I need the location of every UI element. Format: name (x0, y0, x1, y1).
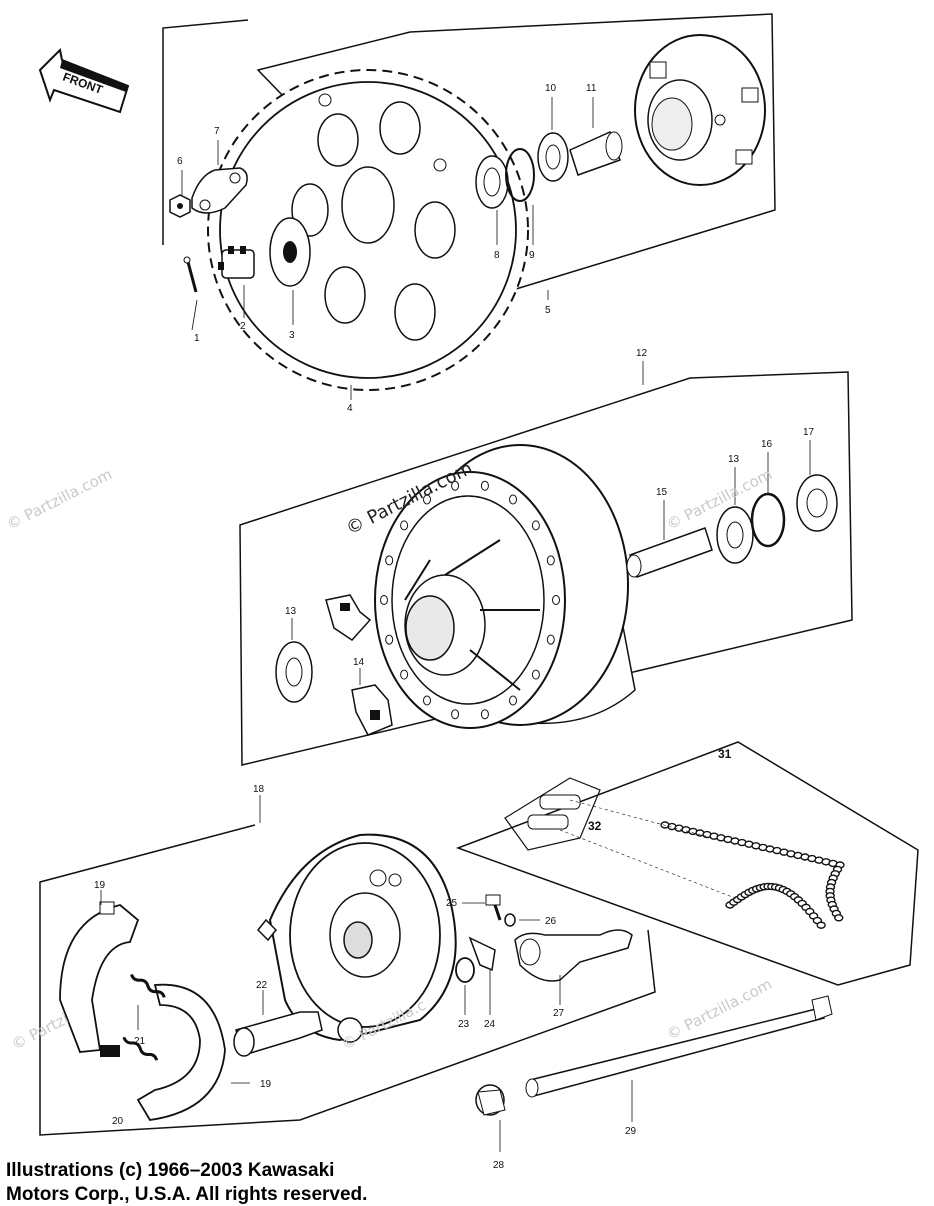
brake-shoe-lower (100, 983, 226, 1121)
spoke-hole (423, 695, 431, 706)
callout-9: 9 (529, 250, 535, 261)
callout-3: 3 (289, 330, 295, 341)
hub-bearing-17 (796, 474, 838, 532)
hub-circlip-16 (750, 492, 786, 548)
spoke-hole (531, 520, 540, 531)
callout-18: 18 (253, 784, 265, 795)
copyright-line-2: Motors Corp., U.S.A. All rights reserved… (6, 1184, 368, 1205)
brake-camshaft (233, 1011, 323, 1057)
callout-31: 31 (718, 747, 732, 761)
tab-plate (191, 167, 248, 214)
callout-32: 32 (588, 819, 602, 833)
callout-12: 12 (636, 348, 648, 359)
callout-7: 7 (214, 126, 220, 137)
callout-13: 13 (728, 454, 740, 465)
sprocket-coupling (634, 34, 766, 186)
callout-21: 21 (134, 1036, 146, 1047)
callout-16: 16 (761, 439, 773, 450)
callout-24: 24 (484, 1019, 496, 1030)
chain-joint-box (504, 777, 601, 851)
brake-shoe-upper (59, 901, 140, 1053)
callout-2: 2 (240, 321, 246, 332)
brake-washer-26 (504, 913, 516, 927)
spoke-hole (385, 634, 394, 645)
brake-washer-23 (455, 957, 475, 983)
axle-sleeve (475, 1084, 506, 1116)
callout-28: 28 (493, 1160, 505, 1171)
brake-cam-lever (514, 929, 633, 982)
drive-chain (660, 821, 845, 929)
hub-distance-collar (626, 527, 713, 578)
callout-19: 19 (94, 880, 106, 891)
callout-1: 1 (194, 333, 200, 344)
spoke-hole (400, 669, 409, 680)
lock-nut (169, 194, 191, 218)
front-direction-arrow: FRONT (38, 47, 130, 114)
spoke-hole (400, 520, 409, 531)
callout-26: 26 (545, 916, 557, 927)
callout-27: 27 (553, 1008, 565, 1019)
callout-6: 6 (177, 156, 183, 167)
spoke-hole (552, 595, 560, 605)
hub-bearing-left (275, 641, 313, 703)
spoke-hole (480, 709, 489, 720)
hub-spoke-holes (380, 480, 560, 720)
callout-10: 10 (545, 83, 557, 94)
brake-bolt (485, 894, 502, 921)
callout-13: 13 (285, 606, 297, 617)
leader-lines (100, 97, 811, 1152)
callout-numbers: 1 2 3 4 5 6 7 8 9 10 11 12 13 14 15 13 1… (94, 83, 815, 1171)
group-outline-upper-left (162, 19, 249, 245)
rear-sprocket (207, 69, 529, 391)
brake-panel (256, 833, 457, 1043)
rear-axle (525, 995, 833, 1098)
callout-14: 14 (353, 657, 365, 668)
castle-nut (218, 246, 255, 279)
cotter-pin (183, 256, 198, 293)
sprocket-washer (269, 217, 311, 287)
spoke-hole (451, 480, 460, 491)
chain-link (816, 921, 826, 929)
group-outline-brake (39, 824, 656, 1136)
callout-25: 25 (446, 898, 458, 909)
callout-20: 20 (112, 1116, 124, 1127)
spoke-hole (509, 494, 517, 505)
callout-22: 22 (256, 980, 268, 991)
rear-wheel-hub (374, 444, 636, 729)
callout-8: 8 (494, 250, 500, 261)
chain-leader-lines (559, 799, 741, 901)
spoke-hole (509, 695, 517, 706)
callout-23: 23 (458, 1019, 470, 1030)
spoke-hole (451, 709, 460, 720)
brake-spring (122, 973, 166, 1061)
hub-bearing-13-right (716, 506, 754, 564)
callout-19: 19 (260, 1079, 272, 1090)
group-outline-hub (239, 371, 853, 766)
callout-29: 29 (625, 1126, 637, 1137)
callout-11: 11 (586, 83, 597, 94)
spoke-hole (385, 555, 394, 566)
brake-indicator (468, 936, 496, 972)
group-outline-chain (455, 741, 919, 986)
damper-rubber (325, 594, 393, 736)
chain-link (834, 914, 844, 922)
bearing-10 (537, 132, 569, 182)
spoke-hole (423, 494, 431, 505)
callout-4: 4 (347, 403, 353, 414)
callout-17: 17 (803, 427, 815, 438)
callout-15: 15 (656, 487, 668, 498)
spoke-hole (480, 480, 489, 491)
callout-5: 5 (545, 305, 551, 316)
spoke-hole (531, 669, 540, 680)
spoke-hole (546, 555, 555, 566)
spoke-hole (546, 634, 555, 645)
copyright-line-1: Illustrations (c) 1966–2003 Kawasaki (6, 1160, 335, 1181)
circlip (505, 148, 535, 202)
partzilla-watermark-faded: © Partzilla.com (4, 465, 115, 534)
coupling-sleeve (569, 130, 623, 176)
spoke-hole (380, 595, 388, 605)
coupling-bearing (475, 155, 509, 209)
